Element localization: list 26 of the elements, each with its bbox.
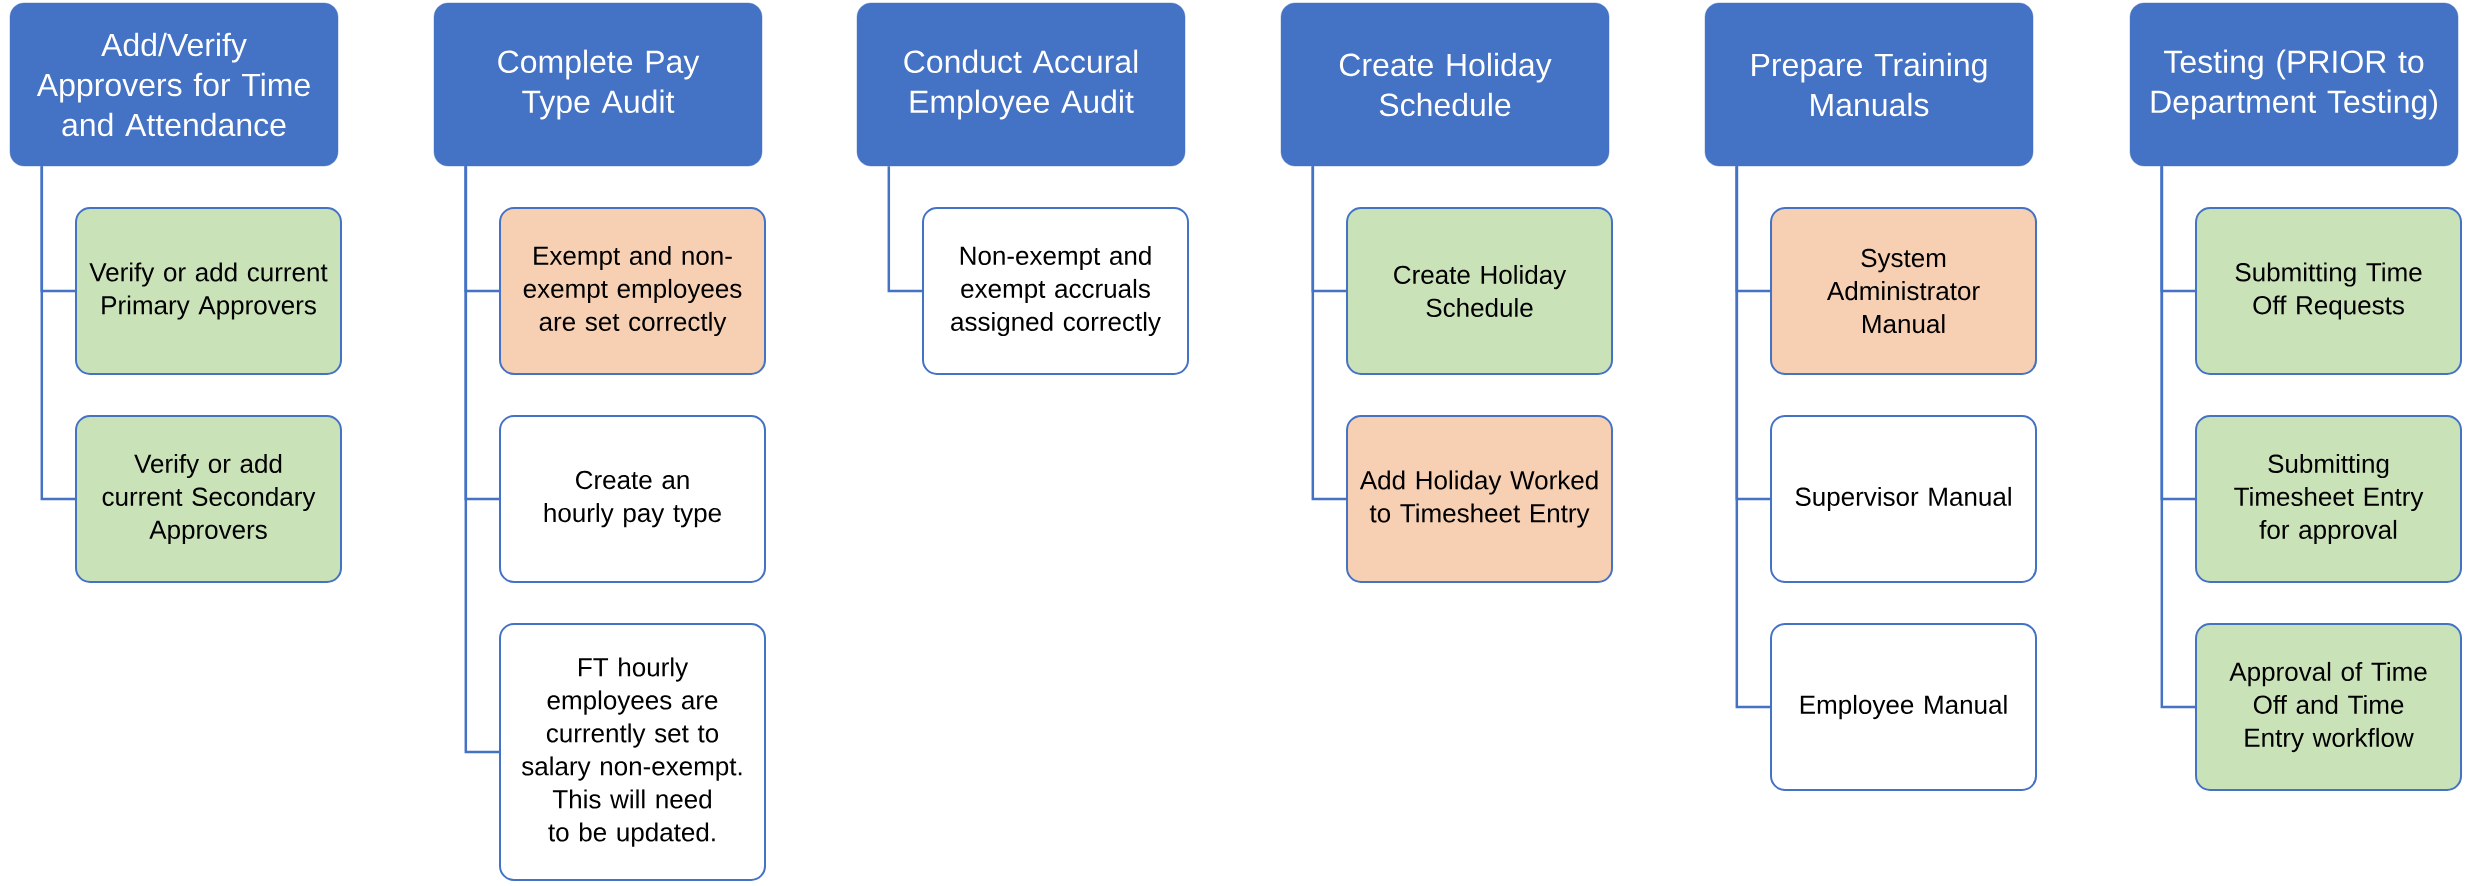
task-box: FT hourly employees are currently set to salary non-exempt. This will need to be updated. [499, 623, 766, 881]
task-box: Create Holiday Schedule [1346, 207, 1613, 375]
task-box: Verify or add current Primary Approvers [75, 207, 342, 375]
connector-line [40, 166, 75, 501]
task-box: Non-exempt and exempt accruals assigned correctly [922, 207, 1189, 375]
task-box: Add Holiday Worked to Timesheet Entry [1346, 415, 1613, 583]
connector-line [1735, 166, 1770, 709]
header-box: Prepare Training Manuals [1704, 2, 2034, 167]
task-box: Create an hourly pay type [499, 415, 766, 583]
task-box: Approval of Time Off and Time Entry workflow [2195, 623, 2463, 791]
task-box: Employee Manual [1770, 623, 2037, 791]
connector-line [887, 166, 922, 293]
header-box: Complete Pay Type Audit [433, 2, 763, 167]
connector-line [2160, 166, 2196, 709]
task-box: Exempt and non-exempt employees are set correctly [499, 207, 766, 375]
task-box: Submitting Time Off Requests [2195, 207, 2463, 375]
connector-line [1311, 166, 1346, 501]
header-box: Add/Verify Approvers for Time and Attendance [9, 2, 339, 167]
header-box: Testing (PRIOR to Department Testing) [2129, 2, 2459, 167]
task-box: Submitting Timesheet Entry for approval [2195, 415, 2463, 583]
task-box: System Administrator Manual [1770, 207, 2037, 375]
header-box: Conduct Accural Employee Audit [856, 2, 1186, 167]
header-box: Create Holiday Schedule [1280, 2, 1610, 167]
connector-line [464, 166, 499, 754]
task-box: Supervisor Manual [1770, 415, 2037, 583]
task-box: Verify or add current Secondary Approvers [75, 415, 342, 583]
